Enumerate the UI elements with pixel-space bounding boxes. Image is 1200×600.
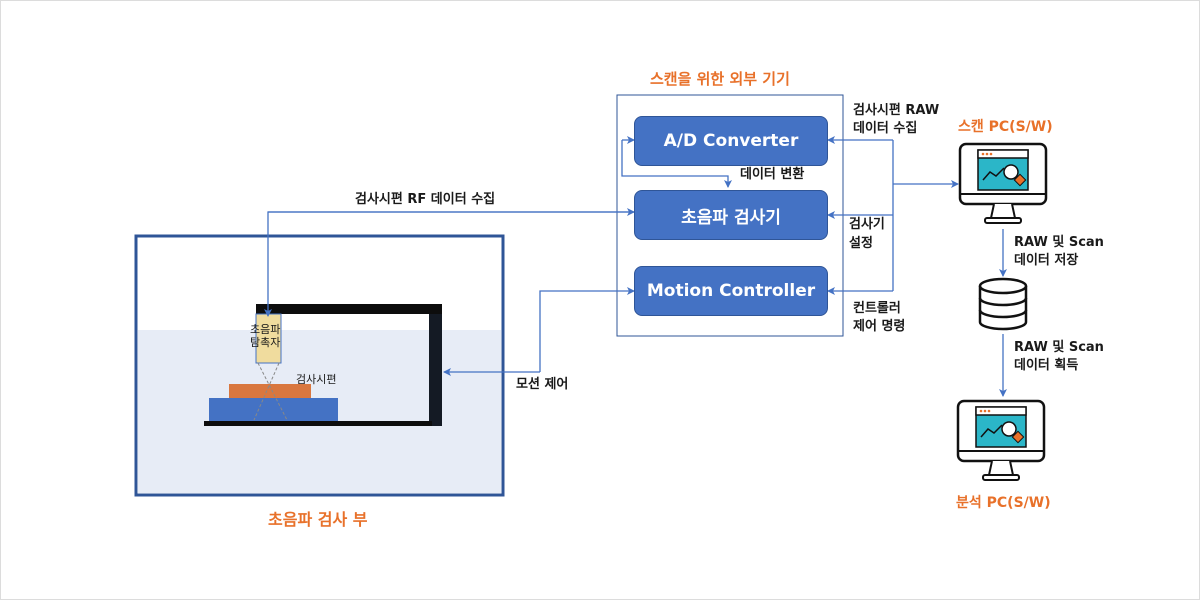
raw-collect-label-1: 검사시편 RAW — [853, 103, 940, 118]
data-conversion-label: 데이터 변환 — [740, 167, 805, 182]
analysis-pc-label: 분석 PC(S/W) — [956, 495, 1051, 511]
specimen-top — [229, 384, 311, 398]
gantry-side — [429, 314, 442, 426]
database-icon — [978, 277, 1028, 331]
inspector-setup-label-2: 설정 — [849, 236, 873, 251]
controller-cmd-label-1: 컨트롤러 — [853, 301, 901, 316]
raw-get-label-2: 데이터 획득 — [1014, 358, 1079, 373]
ultrasonic-inspector-box: 초음파 검사기 — [634, 190, 828, 240]
probe-label-1: 초음파 — [250, 323, 281, 336]
scan-pc-icon — [958, 142, 1048, 224]
controller-cmd-label-2: 제어 명령 — [853, 319, 906, 334]
raw-collect-label-2: 데이터 수집 — [853, 121, 918, 136]
specimen-base — [209, 398, 338, 421]
raw-save-label-1: RAW 및 Scan — [1014, 235, 1104, 250]
raw-save-label-2: 데이터 저장 — [1014, 253, 1079, 268]
inspector-setup-label-1: 검사기 — [849, 217, 885, 232]
motion-controller-box: Motion Controller — [634, 266, 828, 316]
analysis-pc-icon — [956, 399, 1046, 481]
external-group-title: 스캔을 위한 외부 기기 — [650, 70, 790, 88]
motion-control-label: 모션 제어 — [516, 377, 569, 392]
probe-label-2: 탐촉자 — [250, 336, 281, 349]
specimen-label: 검사시편 — [296, 373, 337, 386]
rf-collect-label: 검사시편 RF 데이터 수집 — [355, 192, 496, 207]
ad-converter-box: A/D Converter — [634, 116, 828, 166]
raw-get-label-1: RAW 및 Scan — [1014, 340, 1104, 355]
probe — [255, 313, 282, 364]
ultrasonic-section-title: 초음파 검사 부 — [268, 510, 368, 529]
gantry-base — [204, 421, 432, 426]
gantry-top — [256, 304, 442, 314]
scan-pc-label: 스캔 PC(S/W) — [958, 119, 1053, 135]
